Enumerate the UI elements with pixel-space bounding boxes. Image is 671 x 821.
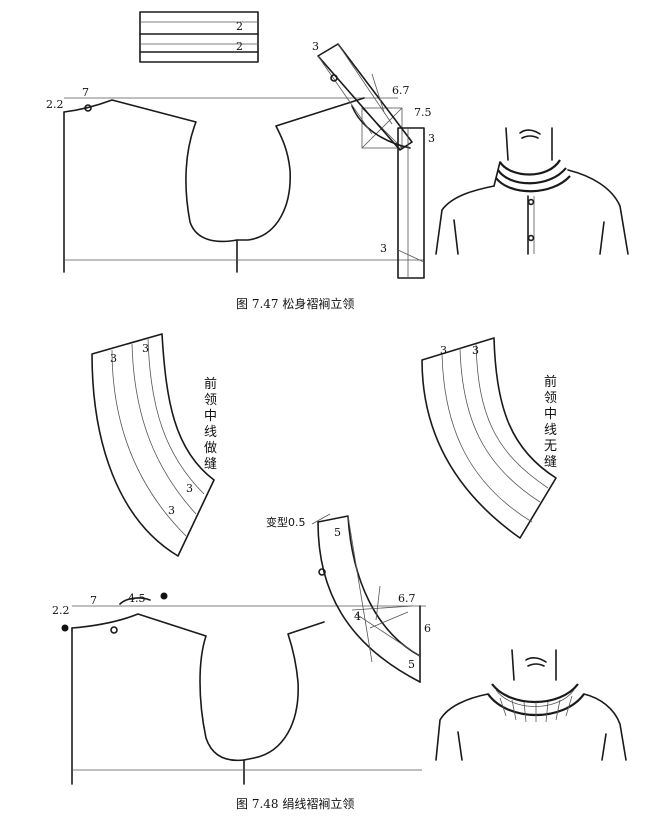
- left-collar-dim-c: 3: [186, 482, 193, 495]
- left-label-c4: 线: [204, 425, 217, 440]
- collar-top-dim-2: 5: [334, 526, 341, 539]
- right-collar-dim-a: 3: [440, 344, 447, 357]
- collar-bottom-dim: 5: [408, 658, 415, 671]
- placket-width-dim: 7.5: [414, 106, 432, 119]
- right-label-c2: 领: [544, 391, 557, 406]
- collar-inner-dim: 4: [354, 610, 361, 623]
- left-collar-dim-d: 3: [168, 504, 175, 517]
- collar-construction-1: 3 6.7 7.5 3 3: [312, 40, 435, 279]
- collar-span-dim-2: 6.7: [398, 592, 416, 605]
- placket-ext-dim: 3: [428, 132, 435, 145]
- figure-caption-1: 图 7.47 松身褶裥立领: [236, 296, 354, 311]
- right-collar-piece: 3 3 前 领 中 线 无 缝: [421, 337, 557, 539]
- left-label-c2: 领: [204, 393, 217, 408]
- right-label-c6: 缝: [544, 455, 557, 470]
- left-edge-dim: 2.2: [46, 98, 64, 111]
- figure-illustration-2: [435, 649, 627, 761]
- left-label-c5: 做: [204, 441, 217, 456]
- left-collar-label: 前 领 中 线 做 缝: [204, 376, 217, 472]
- left-edge-dim-2: 2.2: [52, 604, 70, 617]
- front-drop-dim: 6: [424, 622, 431, 635]
- bodice-draft-2: 2.2 7 4.5: [52, 592, 426, 785]
- right-label-c5: 无: [544, 439, 557, 454]
- collar-top-dim: 3: [312, 40, 319, 53]
- right-collar-dim-b: 3: [472, 344, 479, 357]
- left-label-c3: 中: [204, 409, 217, 424]
- left-label-c6: 缝: [204, 457, 217, 472]
- bodice-draft-1: 2.2 7: [46, 86, 424, 273]
- pleat-dim-b: 2: [236, 40, 243, 53]
- neck-width-dim: 7: [82, 86, 89, 99]
- left-collar-piece: 3 3 3 3 前 领 中 线 做 缝: [91, 333, 217, 557]
- right-collar-label: 前 领 中 线 无 缝: [544, 374, 557, 470]
- collar-construction-2: 变型0.5 5 4 6.7 6 5: [266, 513, 431, 683]
- pleat-strip: 2 2: [139, 11, 259, 63]
- collar-span-dim: 6.7: [392, 84, 410, 97]
- right-label-c4: 线: [544, 423, 557, 438]
- figure-7-48: 3 3 3 3 前 领 中 线 做 缝 3 3 前 领 中: [52, 333, 627, 811]
- left-label-c1: 前: [204, 376, 217, 392]
- figure-7-47: 2 2 2.2 7 3 6.7 7.5: [46, 11, 629, 311]
- pleat-dim-a: 2: [236, 20, 243, 33]
- placket-bottom-dim: 3: [380, 242, 387, 255]
- figure-illustration-1: [435, 127, 629, 255]
- figure-caption-2: 图 7.48 绢线褶裥立领: [236, 796, 354, 811]
- right-label-c3: 中: [544, 407, 557, 422]
- shoulder-rise-dim: 4.5: [128, 592, 146, 605]
- neck-width-dim-2: 7: [90, 594, 97, 607]
- deform-label: 变型0.5: [266, 515, 306, 529]
- left-collar-dim-b: 3: [142, 342, 149, 355]
- right-label-c1: 前: [544, 374, 557, 390]
- left-collar-dim-a: 3: [110, 352, 117, 365]
